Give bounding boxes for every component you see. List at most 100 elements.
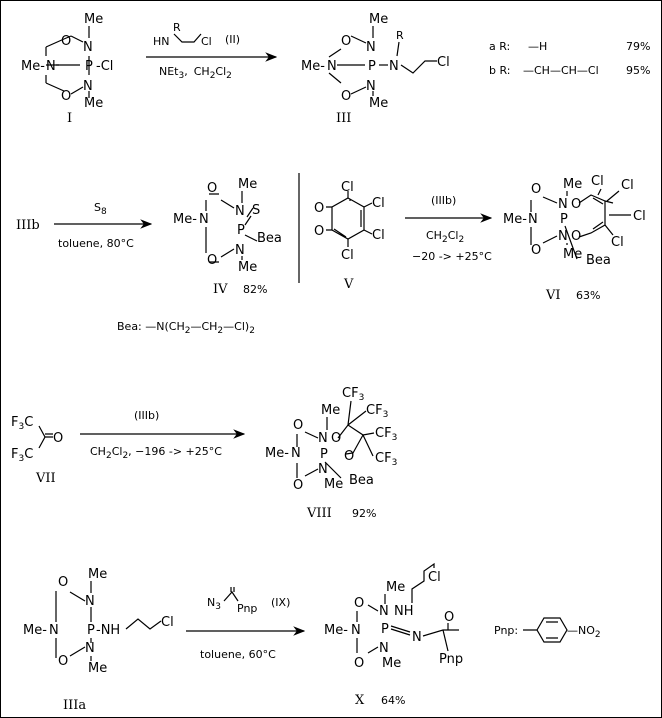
oxygen-label: O — [531, 243, 541, 258]
methyl-label: Me — [382, 656, 401, 671]
methyl-label: Me- — [23, 623, 47, 638]
compound-V: Cl Cl Cl Cl O O V — [314, 180, 385, 292]
oxygen-label: O — [207, 253, 217, 268]
chlorine-label: -Cl — [96, 59, 113, 74]
bea-label: Bea — [349, 473, 374, 488]
oxygen-label: O — [331, 431, 341, 446]
reagent-azide: N3 — [207, 596, 221, 612]
yield-VIII: 92% — [352, 507, 376, 520]
nitrogen-label: N — [327, 59, 337, 74]
reaction-2: IIIb S8 toluene, 80°C — [16, 201, 153, 250]
compound-label-VII: VII — [35, 471, 56, 486]
bea-label: Bea — [586, 253, 611, 268]
reaction-1-arrow: R HN Cl (II) NEt3,CH2Cl2 — [146, 21, 278, 81]
methyl-label: Me — [321, 403, 340, 418]
yield-X: 64% — [381, 694, 405, 707]
variant-a-label: a R: — [489, 40, 510, 53]
variant-a-yield: 79% — [626, 40, 650, 53]
nitrogen-label: N — [85, 641, 95, 656]
compound-label-III: III — [336, 111, 351, 126]
compound-label-VIII: VIII — [306, 506, 332, 521]
phosphorus-label: P — [237, 223, 245, 238]
oxygen-label: O — [354, 656, 364, 671]
yield-VI: 63% — [576, 289, 600, 302]
nitrogen-label: N — [235, 243, 245, 258]
chlorine-label: Cl — [621, 178, 634, 193]
oxygen-label: O — [61, 89, 71, 104]
nitrogen-label: N — [46, 59, 56, 74]
oxygen-label: O — [341, 89, 351, 104]
variant-b-value: —CH—CH—Cl — [523, 64, 599, 77]
nitrogen-label: N — [318, 431, 328, 446]
nitrogen-label: N — [379, 641, 389, 656]
nitrogen-label: N — [235, 204, 245, 219]
chlorine-label: Cl — [633, 209, 646, 224]
oxygen-label: O — [444, 610, 454, 625]
methyl-label: Me — [563, 247, 582, 262]
reagent-r-label: R — [173, 21, 181, 34]
reagent-cl-label: Cl — [201, 35, 212, 48]
methyl-label: Me — [369, 96, 388, 111]
phosphorus-label: P — [381, 622, 389, 637]
nitrogen-label: N — [366, 40, 376, 55]
oxygen-label: O — [314, 201, 324, 216]
reagent-hn-label: HN — [153, 35, 170, 48]
nitrogen-label: N — [558, 229, 568, 244]
phosphorus-label: P — [85, 59, 93, 74]
reagent-ref-IX: (IX) — [271, 596, 290, 609]
nitro-label: —NO2 — [567, 624, 601, 640]
compound-III: Me N P N Me O O Me- N N R Cl III — [301, 12, 450, 126]
oxygen-label: O — [571, 197, 581, 212]
nitrogen-label: N — [389, 59, 399, 74]
nitrogen-label: N — [49, 623, 59, 638]
phosphorus-label: P — [320, 447, 328, 462]
cf3-label: CF3 — [375, 451, 397, 468]
compound-label-VI: VI — [545, 288, 561, 303]
chlorine-label: Cl — [341, 180, 354, 195]
conditions-r4: CH2Cl2, −196 -> +25°C — [90, 445, 222, 461]
compound-IIIa: Me N P -NH N Me O O Me- N Cl IIIa — [23, 567, 174, 713]
conditions-r3: −20 -> +25°C — [412, 250, 492, 263]
cf3-label: F3C — [11, 447, 33, 464]
phosphorus-label: P — [368, 59, 376, 74]
chlorine-label: Cl — [591, 174, 604, 189]
reaction-4-arrow: (IIIb) CH2Cl2, −196 -> +25°C — [80, 409, 246, 461]
compound-VI: Me O N P N O Me Bea O O Me- N Cl Cl Cl C… — [503, 174, 646, 303]
reagent-ref-IIIb: (IIIb) — [134, 409, 159, 422]
oxygen-label: O — [293, 418, 303, 433]
oxygen-label: O — [341, 34, 351, 49]
methyl-label: Me — [238, 260, 257, 275]
chlorine-label: Cl — [428, 570, 441, 585]
chlorine-label: Cl — [372, 196, 385, 211]
methyl-label: Me- — [265, 446, 289, 461]
substituent-r-label: R — [396, 29, 404, 42]
cf3-label: F3C — [11, 415, 33, 432]
nitrogen-label: N — [83, 40, 93, 55]
compound-label-IIIa: IIIa — [63, 698, 86, 713]
oxygen-label: O — [344, 449, 354, 464]
compound-IV: Me N P S N Me Bea O O Me- N IV 82% — [173, 177, 282, 297]
nitrogen-label: N — [318, 462, 328, 477]
reagent-ref-IIIb: (IIIb) — [431, 194, 456, 207]
methyl-label: Me — [88, 567, 107, 582]
cf3-label: CF3 — [342, 386, 364, 403]
methyl-label: Me — [88, 661, 107, 676]
compound-label-I: I — [67, 111, 72, 126]
oxygen-label: O — [314, 224, 324, 239]
nitrogen-label: N — [379, 604, 389, 619]
chlorine-label: Cl — [611, 235, 624, 250]
conditions-r1: NEt3,CH2Cl2 — [159, 65, 232, 81]
amine-label: NH — [394, 604, 414, 619]
reagent-s8: S8 — [94, 201, 107, 217]
methyl-label: Me — [84, 12, 103, 27]
oxygen-label: O — [354, 596, 364, 611]
compound-X: Cl Me N NH P N N Me O O Me- N O Pnp X 64… — [324, 562, 463, 708]
compound-VII: F3C F3C O VII — [11, 415, 63, 486]
methyl-label: Me- — [503, 212, 527, 227]
variant-b-label: b R: — [489, 64, 511, 77]
nitrogen-label: N — [558, 197, 568, 212]
bea-definition: Bea: —N(CH2—CH2—Cl)2 — [117, 320, 255, 336]
compound-label-IV: IV — [213, 282, 228, 297]
